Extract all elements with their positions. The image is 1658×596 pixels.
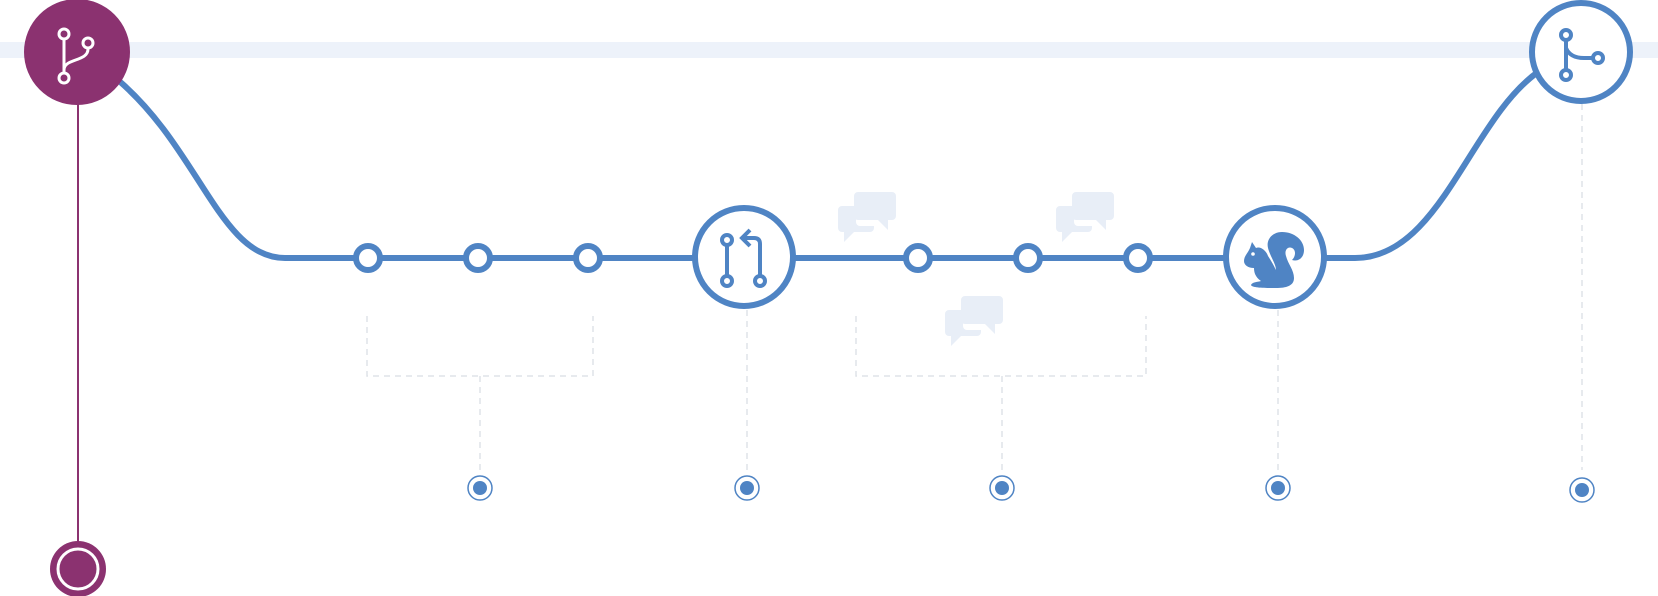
merge-icon: [1559, 28, 1605, 82]
comment-icon: [945, 296, 1003, 346]
master-band: [0, 42, 1658, 58]
comment-icon: [838, 192, 896, 242]
marker-dot: [1569, 477, 1595, 503]
commit-icon: [463, 243, 493, 273]
pull-request-node: [692, 205, 796, 309]
commit-icon: [1013, 243, 1043, 273]
commit-icon: [573, 243, 603, 273]
merge-node: [1529, 0, 1633, 104]
squirrel-icon: [1244, 232, 1304, 288]
branch-start-node: [24, 0, 130, 105]
commit-icon: [903, 243, 933, 273]
branch-end-marker: [50, 541, 106, 596]
commit-icon: [353, 243, 383, 273]
branch-icon: [57, 27, 95, 85]
marker-dot: [734, 475, 760, 501]
deploy-node: [1223, 205, 1327, 309]
marker-dot: [1265, 475, 1291, 501]
marker-dot: [989, 475, 1015, 501]
marker-dot: [467, 475, 493, 501]
guide-lines: [366, 104, 1583, 470]
comment-icon: [1056, 192, 1114, 242]
pull-request-icon: [720, 228, 767, 288]
feature-branch-line: [115, 69, 1541, 261]
commit-icon: [1123, 243, 1153, 273]
